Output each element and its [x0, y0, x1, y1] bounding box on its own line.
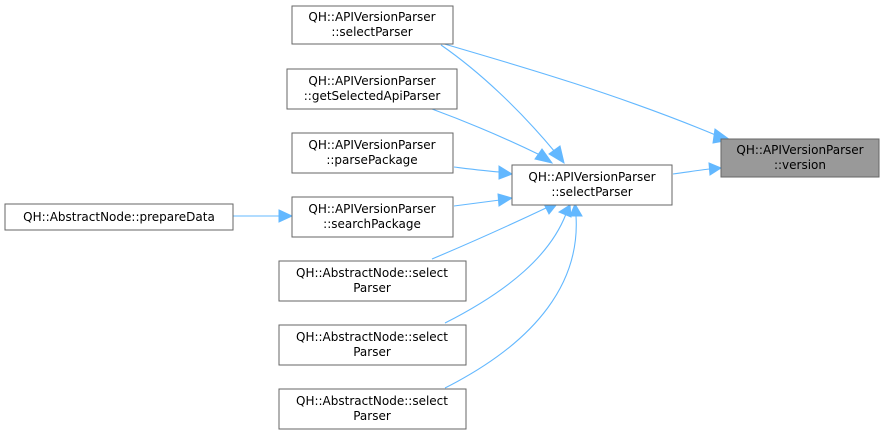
node-parse-package[interactable]: QH::APIVersionParser ::parsePackage [291, 132, 454, 174]
node-prepare-data[interactable]: QH::AbstractNode::prepareData [4, 203, 234, 231]
node-prepare-data-label: QH::AbstractNode::prepareData [23, 210, 215, 224]
edge-selectparser-top-to-selectparser [440, 44, 565, 165]
node-get-selected-api-parser[interactable]: QH::APIVersionParser ::getSelectedApiPar… [286, 68, 458, 110]
node-an-select-1-line1: QH::AbstractNode::select [296, 266, 448, 280]
node-an-select-2-line1: QH::AbstractNode::select [296, 330, 448, 344]
edge-anselect2-to-selectparser [444, 204, 572, 324]
node-an-select-2-line2: Parser [353, 345, 391, 359]
node-get-selected-line2: ::getSelectedApiParser [304, 89, 441, 103]
node-abstractnode-select-parser-2[interactable]: QH::AbstractNode::select Parser [278, 324, 467, 366]
edge-selectparser-top-to-version [440, 42, 732, 144]
node-get-selected-line1: QH::APIVersionParser [308, 74, 435, 88]
edge-anselect3-to-selectparser [444, 202, 583, 389]
node-version[interactable]: QH::APIVersionParser ::version [720, 138, 880, 178]
edge-preparedata-to-searchpackage [232, 209, 294, 223]
node-search-package[interactable]: QH::APIVersionParser ::searchPackage [291, 196, 454, 238]
edge-getselected-to-selectparser [431, 108, 554, 164]
node-search-package-line2: ::searchPackage [323, 217, 421, 231]
edge-parsepackage-to-selectparser [453, 165, 514, 180]
node-parse-package-line2: ::parsePackage [326, 153, 417, 167]
node-parse-package-line1: QH::APIVersionParser [308, 138, 435, 152]
node-select-parser-top-line1: QH::APIVersionParser [308, 10, 435, 24]
node-version-line1: QH::APIVersionParser [736, 143, 863, 157]
node-an-select-1-line2: Parser [353, 281, 391, 295]
node-select-parser[interactable]: QH::APIVersionParser ::selectParser [511, 164, 673, 206]
node-abstractnode-select-parser-3[interactable]: QH::AbstractNode::select Parser [278, 388, 467, 430]
node-an-select-3-line1: QH::AbstractNode::select [296, 394, 448, 408]
node-select-parser-top-line2: ::selectParser [331, 25, 412, 39]
node-select-parser-line2: ::selectParser [551, 185, 632, 199]
node-select-parser-top[interactable]: QH::APIVersionParser ::selectParser [291, 5, 454, 45]
edge-searchpackage-to-selectparser [453, 193, 514, 207]
node-abstractnode-select-parser-1[interactable]: QH::AbstractNode::select Parser [278, 260, 467, 302]
edge-selectparser-to-version [672, 162, 723, 176]
node-an-select-3-line2: Parser [353, 409, 391, 423]
node-version-line2: ::version [774, 158, 826, 172]
node-select-parser-line1: QH::APIVersionParser [528, 170, 655, 184]
node-search-package-line1: QH::APIVersionParser [308, 202, 435, 216]
